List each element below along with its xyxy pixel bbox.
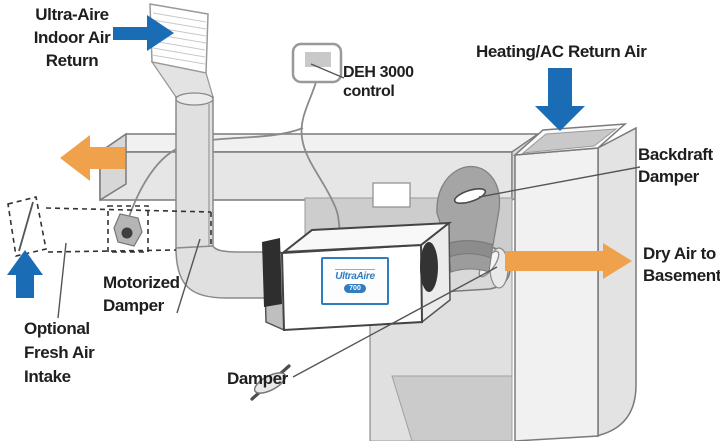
indoor-return-grille <box>149 3 214 98</box>
label-backdraft-damper: Backdraft Damper <box>638 145 713 186</box>
motorized-damper-box <box>107 205 149 253</box>
outlet-collar <box>420 242 438 292</box>
label-heating-ac-return-air: Heating/AC Return Air <box>476 42 647 61</box>
return-air-duct <box>512 123 637 441</box>
deh-3000-control <box>291 42 343 84</box>
callout-lines <box>57 63 641 378</box>
damper-icon <box>250 364 291 401</box>
inlet-collar <box>262 238 282 307</box>
return-pipe <box>175 92 266 299</box>
dry-air-arrow-icon <box>505 243 632 279</box>
control-display <box>305 52 331 67</box>
unit-model-badge: 700 <box>344 284 366 293</box>
unit-brand-text: UltraAire <box>335 269 375 282</box>
label-deh-3000-control: DEH 3000 control <box>343 64 414 100</box>
intake-hood-blade <box>18 201 34 252</box>
label-optional-fresh-air-intake: Optional Fresh Air Intake <box>24 319 95 386</box>
label-indoor-air-return: Ultra-Aire Indoor Air Return <box>33 5 111 70</box>
fresh-air-intake-arrow-icon <box>7 250 43 298</box>
exhaust-left-arrow-icon <box>60 135 125 181</box>
label-motorized-damper: Motorized Damper <box>103 273 180 315</box>
label-dry-air-to-basement: Dry Air to Basement <box>643 244 720 285</box>
fresh-air-intake-duct <box>7 196 212 257</box>
label-damper: Damper <box>227 369 288 388</box>
indoor-return-arrow-icon <box>113 15 174 51</box>
unit-brand-label: UltraAire 700 <box>321 257 389 305</box>
heating-return-arrow-icon <box>535 68 585 131</box>
backdraft-damper-blade <box>453 188 487 204</box>
motorized-damper-motor <box>113 213 143 247</box>
